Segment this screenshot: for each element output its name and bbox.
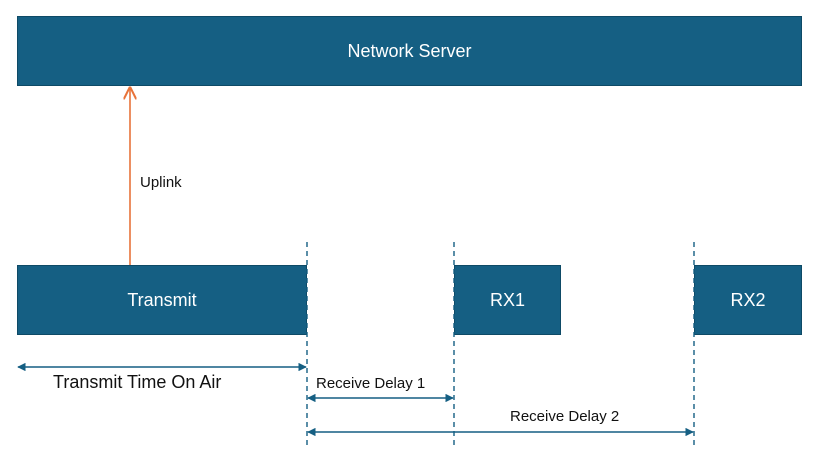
uplink-label: Uplink [140,174,182,191]
receive-delay-2-label: Receive Delay 2 [510,408,620,425]
rx2-label: RX2 [730,289,766,310]
transmit-box: Transmit [17,265,307,335]
transmit-time-on-air-label: Transmit Time On Air [53,372,222,392]
receive-delay-1-label: Receive Delay 1 [316,375,426,392]
transmit-label: Transmit [127,289,197,310]
network-server-label: Network Server [347,40,472,61]
rx2-box: RX2 [694,265,802,335]
network-server-box: Network Server [17,16,802,86]
rx1-label: RX1 [489,289,525,310]
rx1-box: RX1 [454,265,561,335]
